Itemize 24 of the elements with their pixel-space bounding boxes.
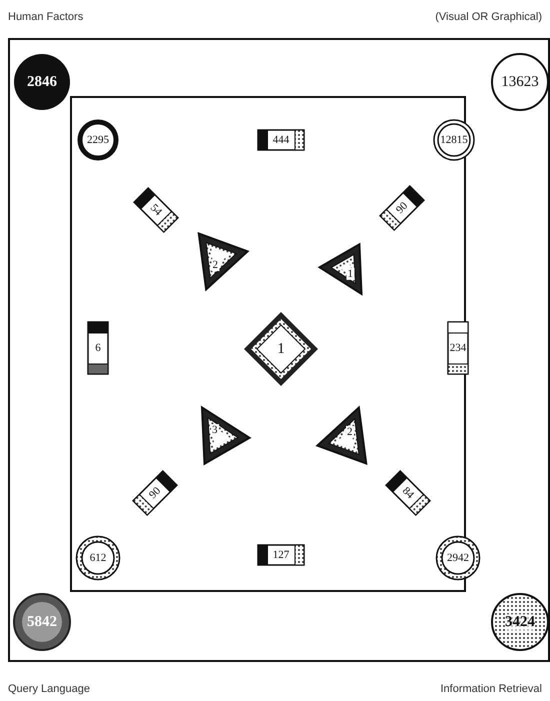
count-diamond: 1 xyxy=(242,310,320,388)
corner-label: (Visual OR Graphical) xyxy=(435,10,542,24)
count-bar: 54 xyxy=(132,186,180,234)
outer-frame xyxy=(8,38,550,662)
count-circle: 3424 xyxy=(490,592,550,652)
count-bar: 84 xyxy=(384,470,432,516)
count-circle: 612 xyxy=(75,535,121,581)
count-bar: 90 xyxy=(378,184,426,232)
count-bar: 127 xyxy=(257,544,305,566)
corner-label: Information Retrieval xyxy=(440,682,542,696)
count-circle: 2942 xyxy=(435,535,481,581)
corner-label: Human Factors xyxy=(8,10,84,24)
count-triangle: 3 xyxy=(175,390,255,470)
count-circle: 5842 xyxy=(12,592,72,652)
count-circle: 2846 xyxy=(12,52,72,112)
count-circle: 13623 xyxy=(490,52,550,112)
count-triangle: 1 xyxy=(314,238,386,310)
count-circle: 12815 xyxy=(432,118,476,162)
count-bar: 444 xyxy=(257,129,305,151)
count-bar: 6 xyxy=(87,321,109,375)
count-bar: 234 xyxy=(447,321,469,375)
corner-label: Query Language xyxy=(8,682,90,696)
count-circle: 2295 xyxy=(76,118,120,162)
count-bar: 90 xyxy=(132,470,178,516)
